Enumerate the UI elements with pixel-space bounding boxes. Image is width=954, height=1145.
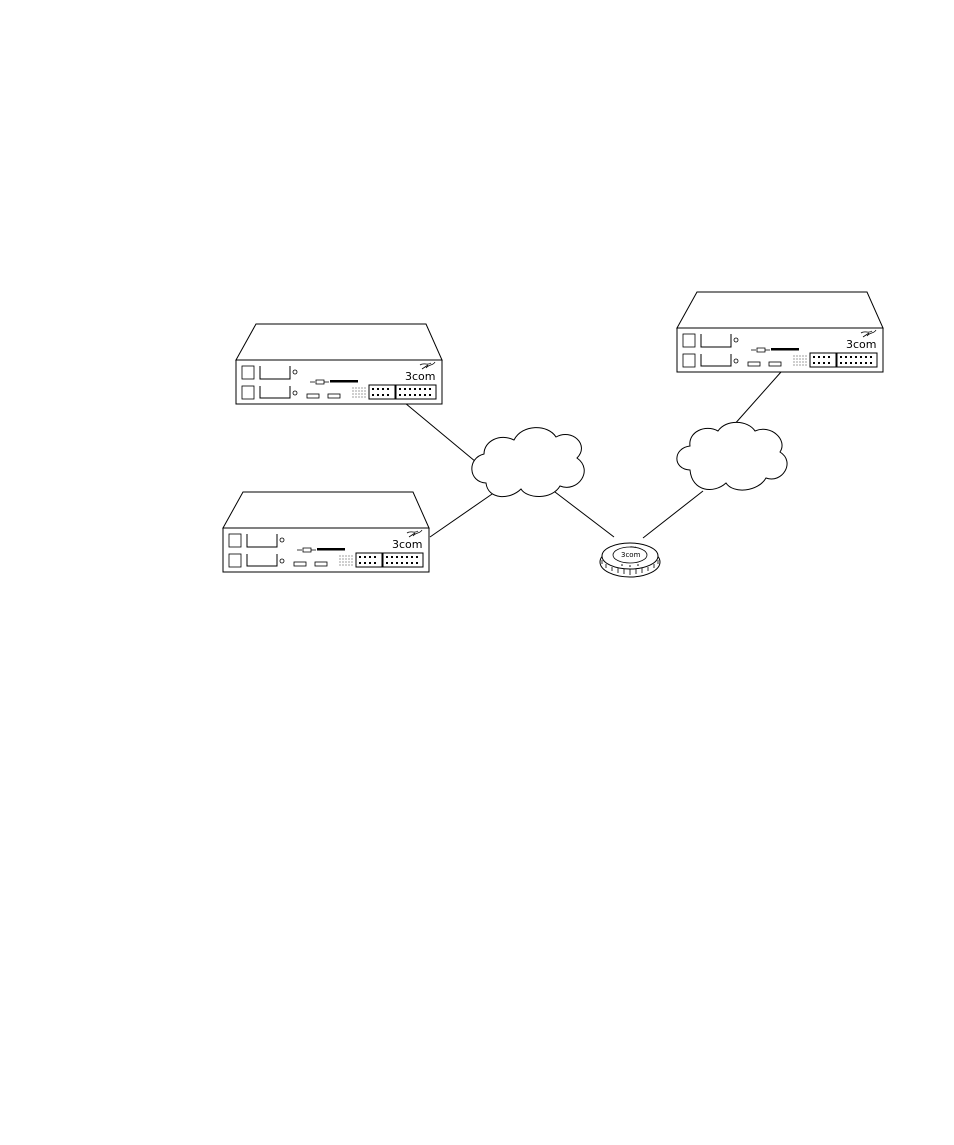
network-cloud-left [472, 428, 584, 497]
router-top-left: 3com [236, 324, 442, 404]
link-router-bottom-left-to-cloud-left [430, 492, 495, 537]
router-top-right: 3com [677, 292, 883, 372]
router-logo-text: 3com [392, 538, 423, 551]
access-point-logo-text: 3com [621, 551, 641, 559]
router-bottom-left: 3com [223, 492, 429, 572]
wireless-access-point: 3com [600, 543, 660, 577]
link-access-point-to-cloud-right [643, 491, 703, 538]
link-router-top-left-to-cloud-left [405, 403, 476, 462]
router-logo-text: 3com [846, 338, 877, 351]
link-cloud-right-to-router-top-right [733, 372, 781, 426]
link-cloud-left-to-access-point [555, 492, 614, 537]
network-cloud-right [677, 422, 787, 490]
router-logo-text: 3com [405, 370, 436, 383]
